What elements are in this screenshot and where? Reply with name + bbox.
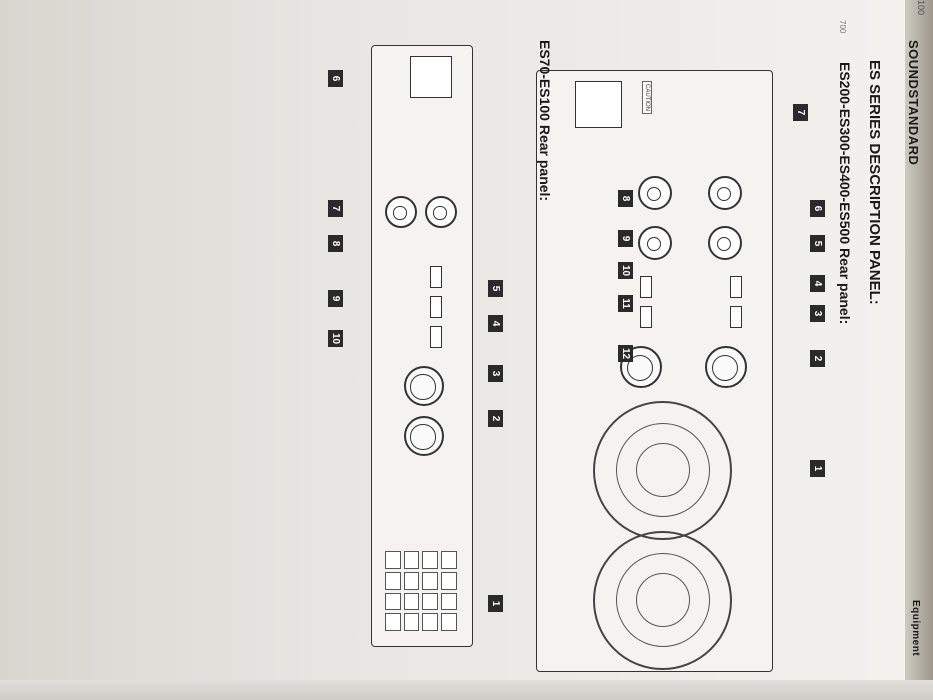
callout-large-1: 1: [810, 460, 825, 477]
callout-small-4: 4: [488, 315, 503, 332]
callout-large-10: 10: [618, 262, 633, 279]
panel-small-title: ES70-ES100 Rear panel:: [537, 40, 553, 202]
header-right-tag: Equipment: [910, 600, 921, 657]
callout-small-10: 10: [328, 330, 343, 347]
callout-small-8: 8: [328, 235, 343, 252]
callout-large-4: 4: [810, 275, 825, 292]
small-power-inlet-icon: [410, 56, 452, 98]
callout-small-7: 7: [328, 200, 343, 217]
page-edge-shadow: [905, 0, 933, 700]
callout-small-2: 2: [488, 410, 503, 427]
power-inlet-icon: [575, 81, 622, 128]
xlr-output-a-icon: [638, 176, 672, 210]
small-ground-switch-icon: [430, 326, 442, 348]
callout-small-3: 3: [488, 365, 503, 382]
margin-number-side: 700: [838, 20, 847, 34]
mode-switch-icon: [730, 306, 742, 328]
limiter-switch-icon: [640, 306, 652, 328]
callout-large-7: 7: [793, 104, 808, 121]
callout-large-3: 3: [810, 305, 825, 322]
callout-large-5: 5: [810, 235, 825, 252]
callout-small-5: 5: [488, 280, 503, 297]
callout-large-11: 11: [618, 295, 633, 312]
brand-name: SOUNDSTANDARD: [906, 40, 921, 166]
small-mode-switch-icon: [430, 266, 442, 288]
callout-large-8: 8: [618, 190, 633, 207]
small-speakon-b-icon: [404, 416, 444, 456]
fan-1-icon: [593, 401, 732, 540]
callout-large-12: 12: [618, 345, 633, 362]
xlr-input-a-icon: [708, 176, 742, 210]
page-bottom-shadow: [0, 680, 933, 700]
callout-large-9: 9: [618, 230, 633, 247]
xlr-input-b-icon: [708, 226, 742, 260]
panel-large-title: ES200-ES300-ES400-ES500 Rear panel:: [837, 62, 853, 325]
warning-label: CAUTION: [642, 81, 652, 114]
margin-number-top: 100: [916, 0, 926, 16]
small-speakon-a-icon: [404, 366, 444, 406]
callout-large-6: 6: [810, 200, 825, 217]
panel-large: CAUTION: [536, 70, 773, 672]
speakon-a-icon: [705, 346, 747, 388]
panel-small: [371, 45, 473, 647]
sensitivity-switch-icon: [730, 276, 742, 298]
small-xlr-input-icon: [425, 196, 457, 228]
callout-small-6: 6: [328, 70, 343, 87]
callout-large-2: 2: [810, 350, 825, 367]
ground-switch-icon: [640, 276, 652, 298]
section-title: ES SERIES DESCRIPTION PANEL:: [866, 60, 883, 305]
small-sens-switch-icon: [430, 296, 442, 318]
small-xlr-output-icon: [385, 196, 417, 228]
xlr-output-b-icon: [638, 226, 672, 260]
vent-grid-icon: [385, 551, 457, 631]
callout-small-1: 1: [488, 595, 503, 612]
fan-2-icon: [593, 531, 732, 670]
callout-small-9: 9: [328, 290, 343, 307]
